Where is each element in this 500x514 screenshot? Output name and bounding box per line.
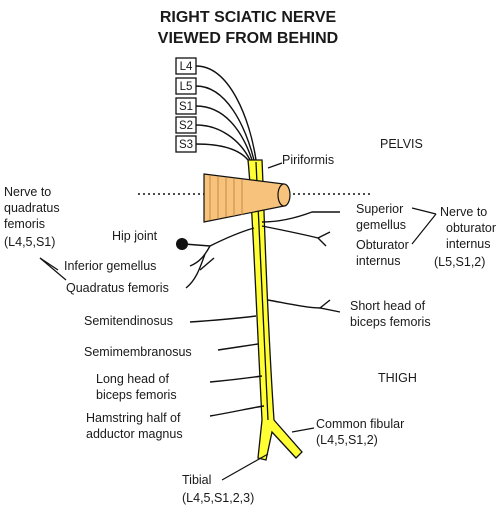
label-common-fibular-2: (L4,5,S1,2) (316, 433, 378, 447)
region-pelvis: PELVIS (380, 137, 423, 151)
label-nerve-obturator-1: Nerve to (440, 205, 487, 219)
label-hamstring-1: Hamstring half of (86, 411, 181, 425)
label-obturator-internus-1: Obturator (356, 238, 409, 252)
piriformis-muscle (203, 173, 291, 223)
label-semimembranosus: Semimembranosus (84, 345, 192, 359)
root-lines (195, 65, 257, 161)
label-nerve-quadratus-2: quadratus (4, 201, 60, 215)
label-superior-gemellus-1: Superior (356, 202, 403, 216)
label-quadratus-femoris: Quadratus femoris (66, 281, 169, 295)
label-common-fibular-1: Common fibular (316, 417, 404, 431)
label-tibial-1: Tibial (182, 473, 211, 487)
label-nerve-quadratus-4: (L4,5,S1) (4, 235, 55, 249)
label-obturator-internus-2: internus (356, 254, 400, 268)
label-semitendinosus: Semitendinosus (84, 314, 173, 328)
title-line-1: RIGHT SCIATIC NERVE (160, 9, 337, 26)
label-nerve-obturator-2: obturator (446, 221, 496, 235)
leader-lines (39, 207, 437, 481)
label-superior-gemellus-2: gemellus (356, 218, 406, 232)
label-piriformis: Piriformis (282, 153, 334, 167)
root-l4: L4 (180, 61, 193, 73)
root-s1: S1 (179, 101, 193, 113)
label-nerve-quadratus-3: femoris (4, 217, 45, 231)
root-s3: S3 (179, 139, 193, 151)
label-inferior-gemellus: Inferior gemellus (64, 259, 156, 273)
title-line-2: VIEWED FROM BEHIND (158, 30, 338, 47)
label-tibial-2: (L4,5,S1,2,3) (182, 491, 254, 505)
root-s2: S2 (179, 120, 193, 132)
label-nerve-quadratus-1: Nerve to (4, 185, 51, 199)
label-long-head-2: biceps femoris (96, 388, 177, 402)
label-nerve-obturator-4: (L5,S1,2) (434, 255, 485, 269)
label-nerve-obturator-3: internus (446, 237, 490, 251)
label-hamstring-2: adductor magnus (86, 427, 183, 441)
region-thigh: THIGH (378, 371, 417, 385)
nerve-branches (183, 211, 341, 417)
label-short-head-1: Short head of (350, 299, 426, 313)
label-hip-joint: Hip joint (112, 229, 158, 243)
label-short-head-2: biceps femoris (350, 315, 431, 329)
piriformis-leader (267, 162, 283, 169)
hip-joint-marker (176, 238, 188, 250)
label-long-head-1: Long head of (96, 372, 170, 386)
root-l5: L5 (180, 81, 193, 93)
